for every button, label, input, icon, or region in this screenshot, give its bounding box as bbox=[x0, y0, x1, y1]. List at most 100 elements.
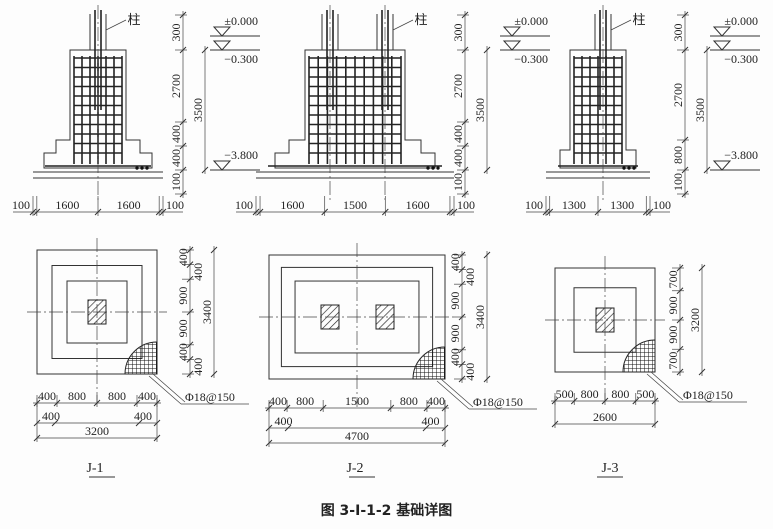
rebar-mesh-detail bbox=[124, 341, 158, 375]
dim-label: 400 bbox=[169, 149, 183, 167]
dim-tick bbox=[210, 370, 218, 378]
elevation-marker bbox=[212, 40, 232, 51]
dim-label: 800 bbox=[671, 146, 685, 164]
dim-tick bbox=[53, 399, 61, 407]
dim-label: 900 bbox=[448, 324, 462, 342]
dim-tick bbox=[676, 287, 684, 295]
rebar-spec-label: Φ18@150 bbox=[473, 395, 523, 409]
leader-line bbox=[105, 19, 127, 31]
figure-caption: 图 3-Ⅰ-1-2 基础详图 bbox=[320, 503, 453, 519]
footing-name-label: J-3 bbox=[601, 461, 618, 476]
dim-tick bbox=[423, 404, 431, 412]
dim-tick bbox=[681, 136, 689, 144]
dim-tick bbox=[542, 208, 550, 216]
dim-tick bbox=[483, 251, 491, 259]
dim-tick bbox=[186, 370, 194, 378]
leader-line bbox=[148, 375, 182, 405]
dim-tick bbox=[133, 399, 141, 407]
dim-tick bbox=[676, 264, 684, 272]
dim-tick bbox=[698, 368, 706, 376]
dim-label: 100 bbox=[451, 173, 465, 191]
dim-tick bbox=[483, 46, 491, 54]
dim-tick bbox=[94, 208, 102, 216]
dim-label: 800 bbox=[68, 389, 86, 403]
dim-tick bbox=[186, 275, 194, 283]
dim-tick bbox=[186, 261, 194, 268]
dim-tick bbox=[594, 208, 602, 216]
dim-label: 2700 bbox=[671, 83, 685, 107]
dim-tick bbox=[283, 404, 291, 412]
dim-tick bbox=[186, 246, 194, 254]
elevation-marker bbox=[502, 26, 522, 37]
dim-label: 400 bbox=[451, 149, 465, 167]
dim-label: 400 bbox=[138, 389, 156, 403]
dim-label: 400 bbox=[448, 348, 462, 366]
leader-line bbox=[440, 378, 474, 408]
rebar-spec-label: Φ18@150 bbox=[683, 388, 733, 402]
dim-tick bbox=[461, 166, 469, 174]
dim-tick bbox=[93, 399, 101, 407]
dim-label: 500 bbox=[556, 387, 574, 401]
leader-line bbox=[650, 371, 684, 401]
elevation-marker bbox=[712, 160, 732, 171]
elevation-label: −0.300 bbox=[514, 52, 548, 66]
dim-tick bbox=[546, 208, 554, 216]
dim-label: 4700 bbox=[345, 429, 369, 443]
column-label: 柱 bbox=[414, 12, 427, 27]
dim-tick bbox=[210, 246, 218, 254]
elevation-label: ±0.000 bbox=[224, 14, 258, 28]
dim-tick bbox=[179, 190, 187, 198]
dim-label: 400 bbox=[427, 394, 445, 408]
pedestal-outline bbox=[274, 49, 436, 169]
dim-tick bbox=[201, 46, 209, 54]
dim-label: 3500 bbox=[693, 98, 707, 122]
dim-tick bbox=[642, 208, 650, 216]
dim-label: 1500 bbox=[345, 394, 369, 408]
dim-tick bbox=[284, 424, 292, 432]
dim-label: 1600 bbox=[55, 198, 79, 212]
dim-label: 100 bbox=[166, 198, 184, 212]
dim-label: 1300 bbox=[610, 198, 634, 212]
dim-tick bbox=[601, 397, 609, 405]
footing-name-label: J-2 bbox=[346, 461, 363, 476]
dim-label: 3500 bbox=[191, 98, 205, 122]
dim-tick bbox=[179, 46, 187, 54]
dim-label: 400 bbox=[463, 268, 477, 286]
dim-label: 400 bbox=[169, 125, 183, 143]
dim-label: 400 bbox=[421, 414, 439, 428]
dim-tick bbox=[458, 346, 466, 354]
dim-label: 1600 bbox=[406, 198, 430, 212]
dim-label: 1300 bbox=[562, 198, 586, 212]
column-label: 柱 bbox=[632, 12, 645, 27]
dim-label: 400 bbox=[448, 253, 462, 271]
elevation-marker bbox=[212, 160, 232, 171]
dim-label: 800 bbox=[400, 394, 418, 408]
rebar-dot bbox=[436, 166, 440, 170]
dim-label: 100 bbox=[525, 198, 543, 212]
dim-tick bbox=[458, 313, 466, 321]
dim-tick bbox=[155, 208, 163, 216]
column-label: 柱 bbox=[127, 12, 140, 27]
dim-label: 900 bbox=[666, 326, 680, 344]
dim-label: 800 bbox=[581, 387, 599, 401]
dim-tick bbox=[450, 208, 458, 216]
rebar-dot bbox=[431, 166, 435, 170]
dim-label: 800 bbox=[296, 394, 314, 408]
dim-tick bbox=[461, 190, 469, 198]
dim-label: 3200 bbox=[688, 308, 702, 332]
dim-label: 400 bbox=[176, 248, 190, 266]
dim-tick bbox=[458, 361, 466, 368]
elevation-label: −0.300 bbox=[724, 52, 758, 66]
leader-line bbox=[152, 373, 186, 403]
rebar-dot bbox=[140, 166, 144, 170]
dim-label: 400 bbox=[176, 343, 190, 361]
dim-tick bbox=[179, 11, 187, 19]
dim-label: 300 bbox=[169, 24, 183, 42]
elevation-marker bbox=[502, 40, 522, 51]
dim-label: 400 bbox=[38, 389, 56, 403]
pedestal-outline bbox=[559, 49, 637, 169]
rebar-dot bbox=[632, 166, 636, 170]
dim-tick bbox=[458, 266, 466, 273]
dim-tick bbox=[703, 166, 711, 174]
